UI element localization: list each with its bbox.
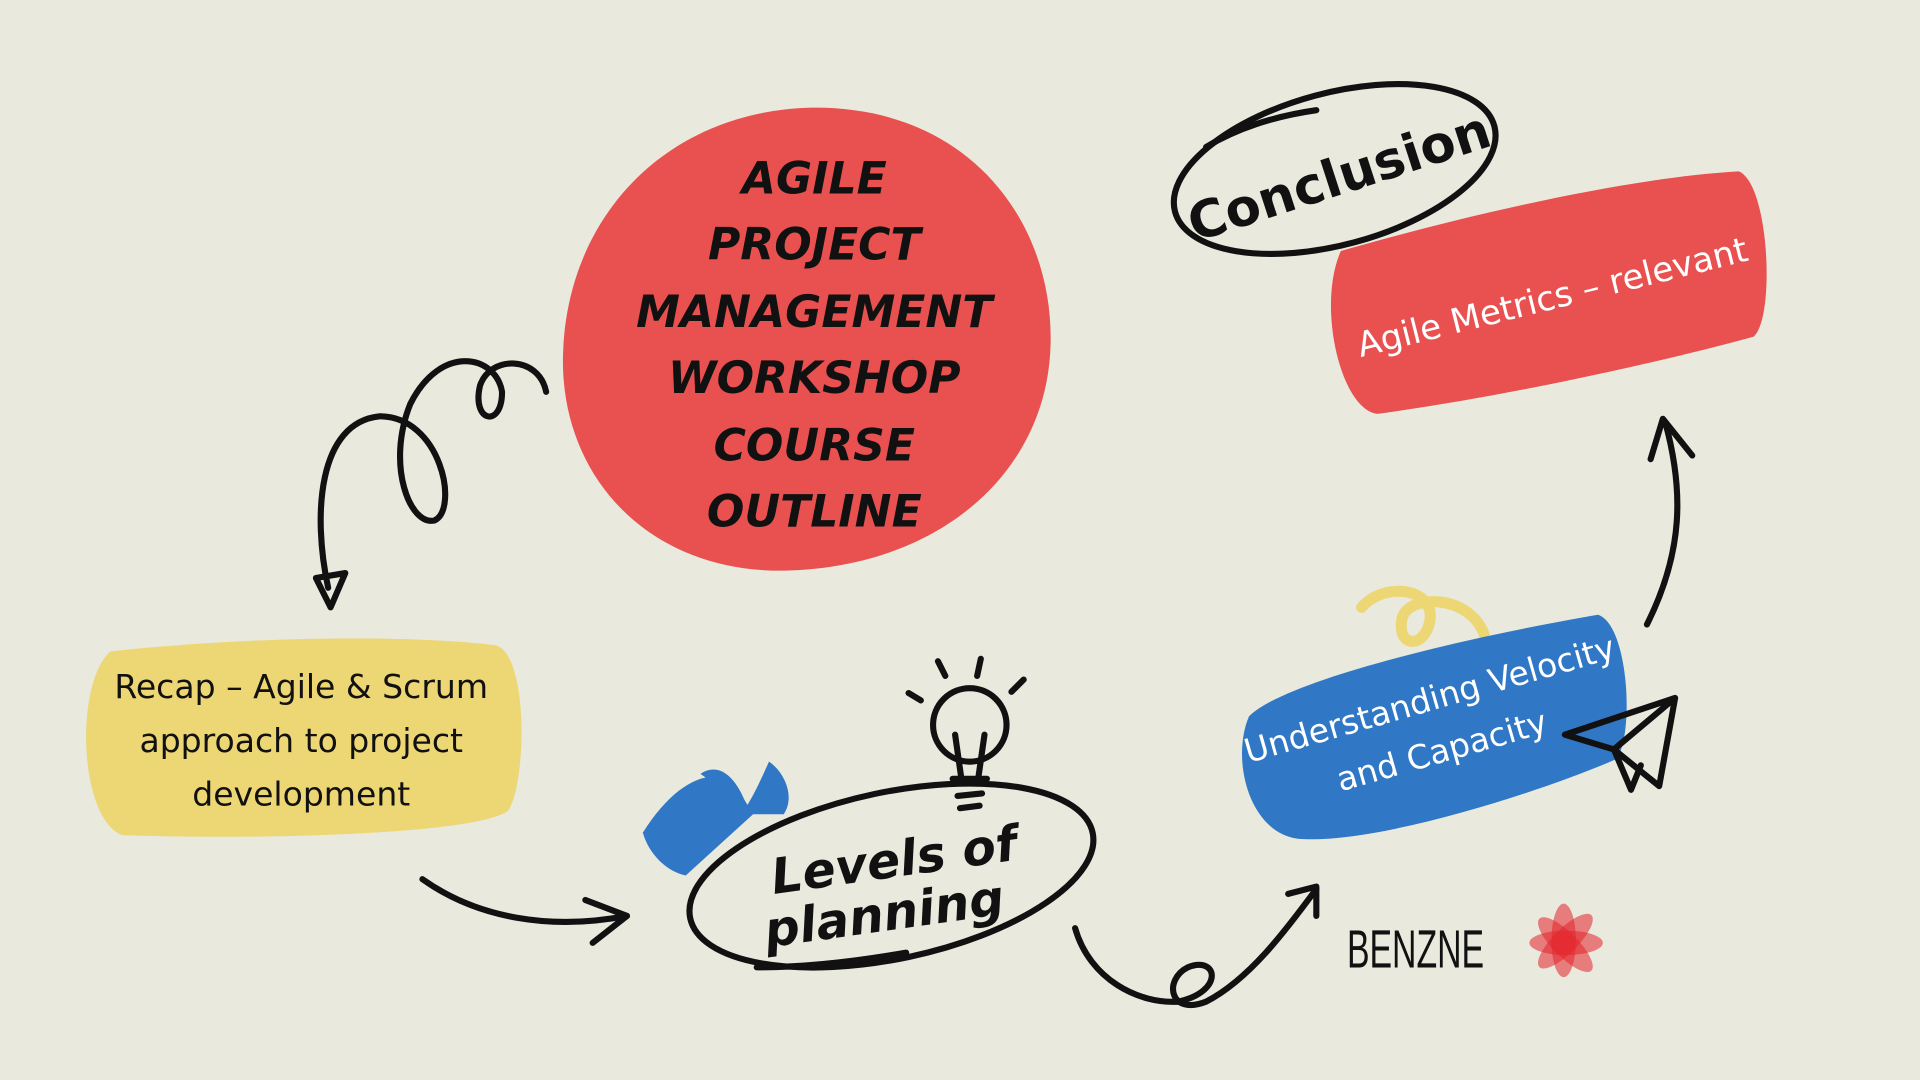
bow-icon <box>642 761 789 876</box>
title-blob: AGILE PROJECT MANAGEMENT WORKSHOP COURSE… <box>562 107 1051 571</box>
benzne-logo: BENZNE <box>1347 903 1603 979</box>
logo-text: BENZNE <box>1347 919 1484 979</box>
flower-icon <box>1529 903 1603 978</box>
squiggle-icon <box>1356 585 1490 647</box>
recap-line-1: Recap – Agile & Scrum <box>114 667 488 706</box>
title-line-5: COURSE <box>714 420 915 471</box>
recap-line-3: development <box>192 775 410 814</box>
title-line-4: WORKSHOP <box>668 353 961 404</box>
lightbulb-icon <box>905 655 1027 812</box>
paper-plane-icon <box>1561 694 1679 793</box>
title-line-6: OUTLINE <box>707 487 922 538</box>
up-arrow-icon <box>1643 415 1696 628</box>
loop-arrow-icon <box>312 358 550 611</box>
step-agile-metrics: Agile Metrics – relevant <box>1330 171 1767 414</box>
recap-line-2: approach to project <box>139 721 463 760</box>
curl-arrow-icon <box>1072 883 1320 1009</box>
step-velocity: Understanding Velocity and Capacity <box>1240 614 1627 840</box>
title-line-3: MANAGEMENT <box>636 287 995 338</box>
title-line-2: PROJECT <box>708 220 924 271</box>
step-recap: Recap – Agile & Scrum approach to projec… <box>86 638 522 837</box>
title-line-1: AGILE <box>739 153 887 204</box>
arrow-icon <box>419 876 630 946</box>
